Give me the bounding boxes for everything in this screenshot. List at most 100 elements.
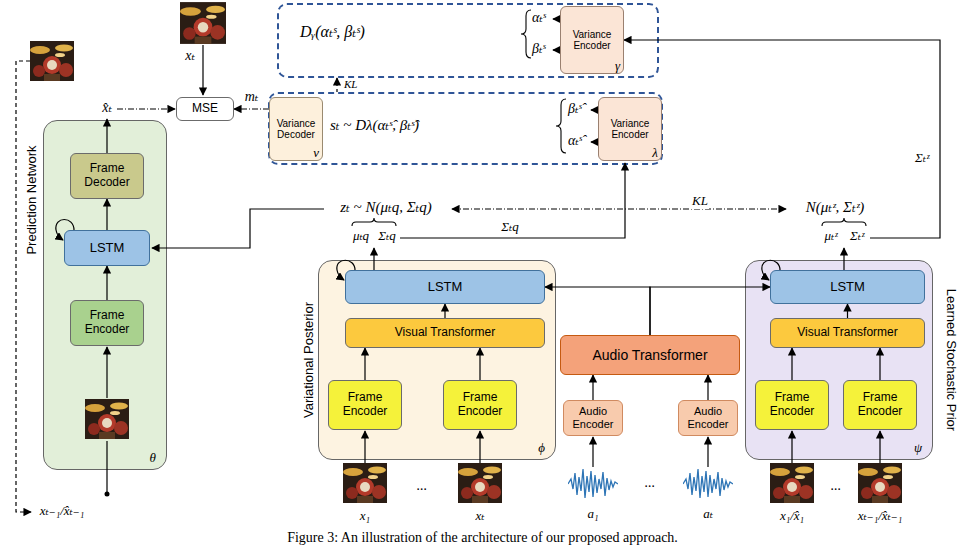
flow-arrow: [553, 18, 561, 19]
brace: [556, 99, 566, 153]
video-frame: [770, 463, 814, 503]
box-label: Frame Encoder: [846, 391, 914, 419]
lstm-box: LSTM: [64, 230, 150, 266]
box-label: Frame Encoder: [331, 391, 399, 419]
frame-encoder-box: Frame Encoder: [328, 380, 402, 430]
figure-caption: Figure 3: An illustration of the archite…: [0, 530, 965, 547]
connector-arrow: [650, 287, 770, 335]
module-heading: Variational Posterior: [301, 302, 316, 418]
parameter-symbol: λ: [652, 146, 658, 160]
box-label: LSTM: [428, 280, 463, 295]
video-frame: [30, 41, 74, 81]
math-label: μₜq: [352, 228, 370, 244]
box-label: Visual Transformer: [797, 326, 897, 340]
variance-decoder-box: Variance Decoder ν: [269, 97, 323, 161]
variance-encoder-box: Variance Encoder λ: [598, 97, 662, 161]
math-label: x₁/x̂₁: [779, 508, 805, 524]
box-label: Audio Encoder: [566, 405, 620, 430]
flow-arrow: [592, 437, 593, 467]
box-label: LSTM: [830, 280, 865, 295]
video-frame: [85, 399, 129, 439]
math-label: zₜ ~ N(μₜq, Σₜq): [339, 198, 433, 216]
brace: [352, 10, 866, 226]
flow-arrow: [624, 40, 940, 238]
visual-transformer-box: Visual Transformer: [770, 318, 925, 348]
math-label: aₜ: [702, 506, 714, 522]
connector-arrow: [879, 348, 880, 380]
lstm-box: LSTM: [345, 270, 545, 304]
brace: [521, 10, 531, 58]
connector-arrow: [707, 375, 708, 400]
box-label: Variance Encoder: [601, 118, 659, 141]
math-label: KL: [691, 193, 709, 209]
math-label: N(μₜᶻ, Σₜᶻ): [805, 198, 866, 216]
box-label: Audio Transformer: [592, 347, 707, 363]
flow-arrow: [843, 248, 844, 270]
frame-encoder-box: Frame Encoder: [443, 380, 517, 430]
frame-encoder-box: Frame Encoder: [70, 300, 144, 346]
edge-label: mₜ: [244, 89, 260, 106]
math-label: xₜ₋₁/x̂ₜ₋₁: [857, 508, 903, 524]
posterior-network-box: LSTM Visual TransformerFrame Encoder Frame…: [318, 260, 556, 460]
math-label: x̂ₜ: [101, 100, 113, 117]
latent-module-box: Variance Decoder ν Variance Encoder λ sₜ ~ D…: [268, 92, 663, 165]
input-dot: [105, 492, 110, 497]
flow-arrow: [56, 220, 74, 241]
math-label: μₜᶻ: [824, 228, 839, 244]
flow-arrow: [553, 49, 561, 50]
parameter-symbol: ν: [313, 146, 319, 160]
flow-arrow: [591, 109, 599, 110]
math-label: αₜˢ̂: [568, 132, 582, 149]
mse-box: MSE: [176, 97, 234, 121]
frame-encoder-box: Frame Encoder: [843, 380, 917, 430]
connector-arrow: [545, 287, 650, 335]
flow-arrow: [400, 163, 625, 238]
math-label: xₜ₋₁/x̂ₜ₋₁: [39, 503, 85, 519]
module-heading: Prediction Network: [24, 145, 39, 254]
math-label: sₜ ~ Dλ(αₜˢ̂, βₜˢ̂): [330, 116, 419, 134]
brace: [352, 218, 396, 226]
math-label: Dᵧ(αₜˢ, βₜˢ): [300, 22, 365, 41]
flow-arrow: [452, 208, 786, 209]
connector-arrow: [444, 304, 445, 318]
flow-arrow: [106, 119, 107, 153]
input-dot: [105, 492, 110, 497]
connector-arrow: [791, 348, 792, 380]
connector-arrow: [234, 108, 269, 109]
visual-transformer-box: Visual Transformer: [345, 318, 545, 348]
box-label: LSTM: [90, 241, 125, 256]
variance-encoder-box: Variance Encoderγ: [560, 6, 624, 74]
parameter-symbol: θ: [150, 451, 156, 465]
math-label: xₜ: [475, 508, 486, 524]
math-label: ...: [416, 478, 429, 495]
audio-transformer-box: Audio Transformer: [560, 335, 740, 375]
math-label: ...: [830, 478, 843, 495]
math-label: x₁: [359, 508, 371, 524]
math-label: a₁: [586, 506, 599, 522]
flow-arrow: [202, 45, 203, 95]
video-frame: [343, 463, 387, 503]
loss-module-box: Variance Encoderγ Dᵧ(αₜˢ, βₜˢ) αₜˢ βₜˢ: [277, 3, 659, 78]
video-frame: [858, 463, 902, 503]
math-label: αₜˢ: [532, 9, 546, 26]
frame-encoder-box: Frame Encoder: [755, 380, 829, 430]
math-label: βₜˢ: [532, 40, 545, 57]
flow-arrow: [373, 248, 374, 270]
box-label: Frame Encoder: [758, 391, 826, 419]
video-frame: [458, 463, 502, 503]
box-label: Frame Encoder: [446, 391, 514, 419]
flow-arrow: [16, 61, 31, 512]
brace: [822, 218, 866, 226]
connector-arrow: [106, 199, 107, 230]
prior-network-box: LSTM Visual TransformerFrame Encoder Frame…: [745, 260, 933, 460]
flow-arrow: [16, 19, 940, 512]
flow-arrow: [364, 431, 365, 463]
connector-arrow: [364, 348, 365, 380]
frame-decoder-box: Frame Decoder: [70, 153, 144, 199]
edge-label: KL: [343, 78, 358, 91]
audio-encoder-box: Audio Encoder: [678, 400, 738, 436]
audio-waveform: [568, 469, 733, 498]
audio-waveform: [568, 469, 618, 498]
box-label: Variance Decoder: [272, 118, 320, 141]
flow-arrow: [479, 431, 480, 463]
